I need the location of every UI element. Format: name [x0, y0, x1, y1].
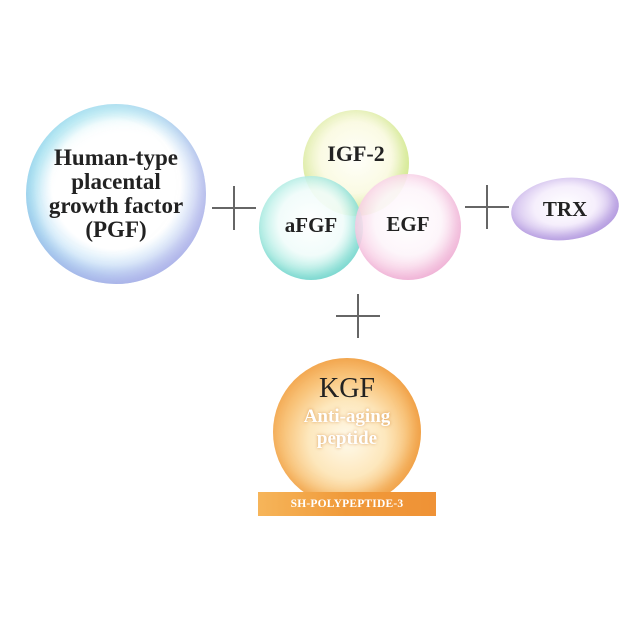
- pgf-label: Human-type placental growth factor (PGF): [26, 104, 206, 284]
- pgf-line-2: placental: [71, 170, 160, 194]
- afgf-bubble: aFGF: [259, 176, 363, 280]
- plus-icon: [465, 185, 509, 229]
- trx-label: TRX: [543, 197, 587, 222]
- pgf-line-3: growth factor: [49, 194, 183, 218]
- trx-bubble: TRX: [508, 173, 622, 246]
- plus-icon: [212, 186, 256, 230]
- pgf-line-1: Human-type: [54, 146, 178, 170]
- egf-bubble: EGF: [355, 174, 461, 280]
- kgf-title: KGF: [319, 372, 375, 406]
- afgf-label: aFGF: [285, 213, 338, 238]
- egf-label: EGF: [386, 212, 429, 237]
- kgf-tag-label: SH-POLYPEPTIDE-3: [258, 492, 436, 516]
- pgf-line-4: (PGF): [85, 218, 146, 242]
- igf-label: IGF-2: [327, 141, 384, 167]
- kgf-subtitle-line-2: peptide: [317, 428, 377, 450]
- kgf-subtitle-line-1: Anti-aging: [304, 406, 391, 428]
- pgf-bubble: Human-type placental growth factor (PGF): [26, 104, 206, 284]
- plus-icon: [336, 294, 380, 338]
- kgf-bubble: KGF Anti-aging peptide: [273, 358, 421, 506]
